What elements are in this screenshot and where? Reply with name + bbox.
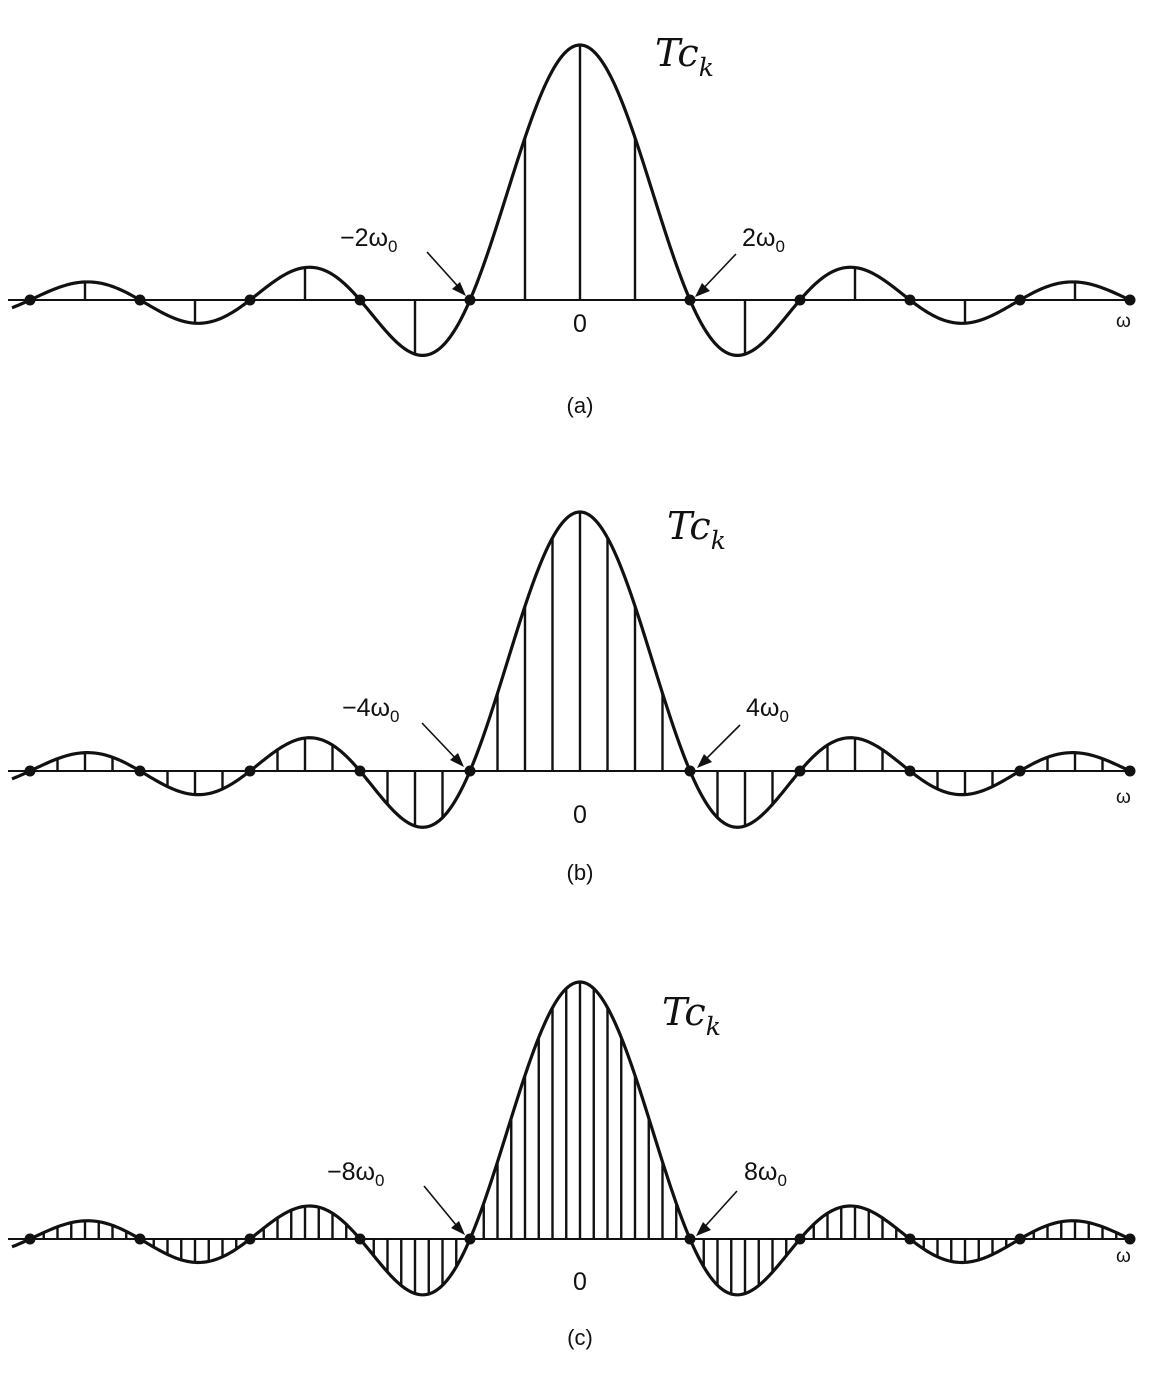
zero-crossing-dot: [684, 1233, 696, 1245]
left-marker-label: −4ω0: [342, 694, 400, 726]
zero-crossing-dots: [24, 765, 1136, 777]
panel-caption: (b): [567, 860, 594, 885]
zero-crossing-dot: [354, 1233, 366, 1245]
origin-label: 0: [573, 1268, 587, 1296]
right-marker-arrow: [695, 253, 737, 297]
zero-crossing-dot: [1014, 294, 1026, 306]
left-marker-arrow: [421, 722, 464, 767]
zero-crossing-dot: [794, 1233, 806, 1245]
zero-crossing-dot: [684, 765, 696, 777]
zero-crossing-dot: [1124, 1233, 1136, 1245]
panel-a: −2ω0 2ω0 Tck 0 ω (a): [8, 31, 1136, 418]
zero-crossing-dot: [1014, 765, 1026, 777]
x-axis-label: ω: [1116, 1246, 1131, 1267]
panel-b: −4ω0 4ω0 Tck 0 ω (b): [8, 504, 1136, 885]
right-marker-label: 8ω0: [744, 1158, 787, 1190]
zero-crossing-dot: [684, 294, 696, 306]
zero-crossing-dot: [24, 1233, 36, 1245]
zero-crossing-dot: [904, 1233, 916, 1245]
panel-c: −8ω0 8ω0 Tck 0 ω (c): [8, 980, 1136, 1350]
x-axis-label: ω: [1116, 311, 1131, 332]
sample-stems: [42, 982, 1118, 1294]
zero-crossing-dots: [24, 1233, 1136, 1245]
left-marker-label: −8ω0: [327, 1158, 385, 1190]
panel-caption: (a): [567, 393, 594, 418]
zero-crossing-dot: [1014, 1233, 1026, 1245]
right-marker-arrow: [697, 724, 741, 768]
zero-crossing-dots: [24, 294, 1136, 306]
zero-crossing-dot: [1124, 765, 1136, 777]
right-marker-arrow: [696, 1190, 738, 1236]
right-marker-label: 2ω0: [742, 224, 785, 256]
panel-caption: (c): [567, 1325, 593, 1350]
zero-crossing-dot: [354, 765, 366, 777]
zero-crossing-dot: [134, 294, 146, 306]
y-label: Tck: [655, 31, 714, 82]
y-label: Tck: [662, 990, 721, 1041]
sample-stems: [56, 512, 1104, 826]
zero-crossing-dot: [244, 294, 256, 306]
sample-stems: [83, 45, 1077, 355]
zero-crossing-dot: [244, 765, 256, 777]
origin-label: 0: [573, 801, 587, 829]
sinc-envelope: [11, 43, 1131, 357]
y-label: Tck: [667, 504, 726, 555]
zero-crossing-dot: [354, 294, 366, 306]
zero-crossing-dot: [464, 294, 476, 306]
left-marker-label: −2ω0: [340, 224, 398, 256]
left-marker-arrow: [426, 251, 466, 296]
zero-crossing-dot: [464, 765, 476, 777]
left-marker-arrow: [423, 1185, 465, 1235]
zero-crossing-dot: [24, 765, 36, 777]
zero-crossing-dot: [244, 1233, 256, 1245]
zero-crossing-dot: [134, 765, 146, 777]
zero-crossing-dot: [794, 765, 806, 777]
origin-label: 0: [573, 310, 587, 338]
zero-crossing-dot: [134, 1233, 146, 1245]
right-marker-label: 4ω0: [746, 694, 789, 726]
zero-crossing-dot: [904, 294, 916, 306]
zero-crossing-dot: [24, 294, 36, 306]
sinc-envelope: [11, 980, 1131, 1297]
zero-crossing-dot: [1124, 294, 1136, 306]
sinc-envelope: [11, 510, 1131, 829]
x-axis-label: ω: [1116, 787, 1131, 808]
zero-crossing-dot: [904, 765, 916, 777]
zero-crossing-dot: [464, 1233, 476, 1245]
zero-crossing-dot: [794, 294, 806, 306]
